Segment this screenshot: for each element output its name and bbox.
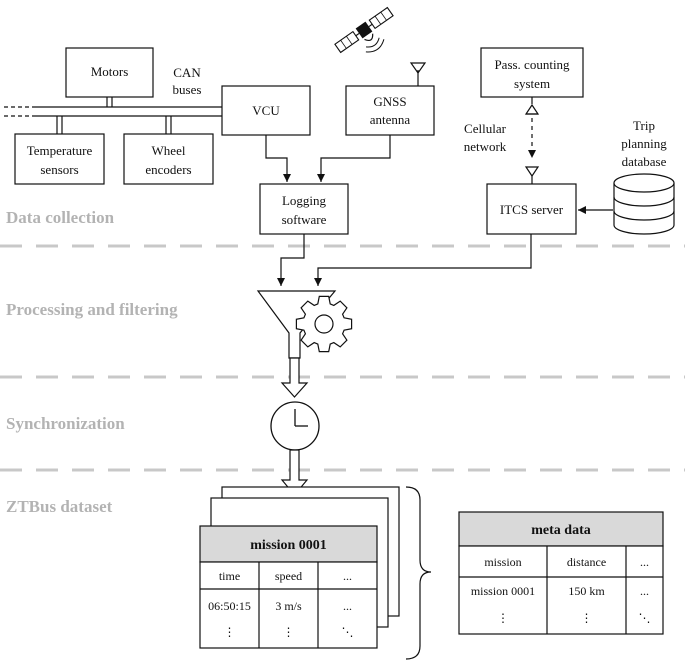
gnss-box [345,85,435,136]
can-label-line2: buses [173,82,202,97]
section-title-data-collection: Data collection [6,208,115,227]
gnss-label-line2: antenna [370,112,411,127]
vcu-label: VCU [252,103,280,118]
motors-label: Motors [91,64,129,79]
mission-cell: 06:50:15 [208,599,251,613]
meta-cell: ⋱ [639,611,651,625]
pass-counting-label-line2: system [514,76,550,91]
wheel-label-line1: Wheel [152,143,186,158]
mission-cell: ⋮ [224,625,236,639]
mission-col-speed: speed [275,569,302,583]
section-title-dataset: ZTBus dataset [6,497,113,516]
logging-label-line1: Logging [282,193,327,208]
section-title-processing: Processing and filtering [6,300,178,319]
mission-table-title: mission 0001 [250,538,327,553]
logging-to-filter-arrow [277,234,305,286]
itcs-label: ITCS server [500,202,564,217]
meta-cell: 150 km [568,584,605,598]
meta-table: meta data mission distance ... mission 0… [458,511,664,635]
database-icon [613,173,675,235]
gnss-to-logging-arrow [317,135,391,182]
wheel-box [123,133,214,185]
meta-col-distance: distance [567,555,606,569]
meta-cell: ⋮ [581,611,593,625]
clock-icon [270,401,320,451]
itcs-to-filter-arrow [314,234,532,286]
vcu-box [221,85,311,136]
temperature-label-line2: sensors [40,162,78,177]
antenna-icon [524,166,540,184]
meta-cell: ... [640,584,649,598]
mission-col-more: ... [343,569,352,583]
temperature-box [14,133,105,185]
mission-col-time: time [219,569,240,583]
antenna-icon [409,62,427,86]
wheel-label-line2: encoders [145,162,191,177]
gear-hole [314,314,334,334]
trip-db-label-line3: database [622,154,667,169]
trip-db-label-line1: Trip [633,118,655,133]
mission-table: mission 0001 time speed ... 06:50:15 3 m… [199,525,378,649]
brace [405,486,432,660]
motors-box [65,47,154,98]
mission-cell: ... [343,599,352,613]
cellular-label-line1: Cellular [464,121,507,136]
mission-cell: ⋱ [342,625,354,639]
pass-counting-label-line1: Pass. counting [494,57,570,72]
section-title-synchronization: Synchronization [6,414,125,433]
vcu-to-logging-arrow [265,135,291,182]
gnss-label-line1: GNSS [373,94,406,109]
meta-col-more: ... [640,555,649,569]
processing-to-sync-arrow [280,357,309,398]
meta-col-mission: mission [484,555,521,569]
temperature-label-line1: Temperature [27,143,93,158]
meta-cell: ⋮ [497,611,509,625]
satellite-icon [334,6,394,54]
pass-counting-box [480,47,584,98]
mission-cell: 3 m/s [275,599,302,613]
cellular-label-line2: network [464,139,507,154]
logging-label-line2: software [282,212,327,227]
can-label-line1: CAN [173,65,201,80]
trip-db-label-line2: planning [621,136,667,151]
can-bus-lines [4,97,222,134]
antenna-icon [524,97,540,115]
meta-cell: mission 0001 [471,584,535,598]
meta-table-title: meta data [531,523,591,538]
mission-cell: ⋮ [283,625,295,639]
